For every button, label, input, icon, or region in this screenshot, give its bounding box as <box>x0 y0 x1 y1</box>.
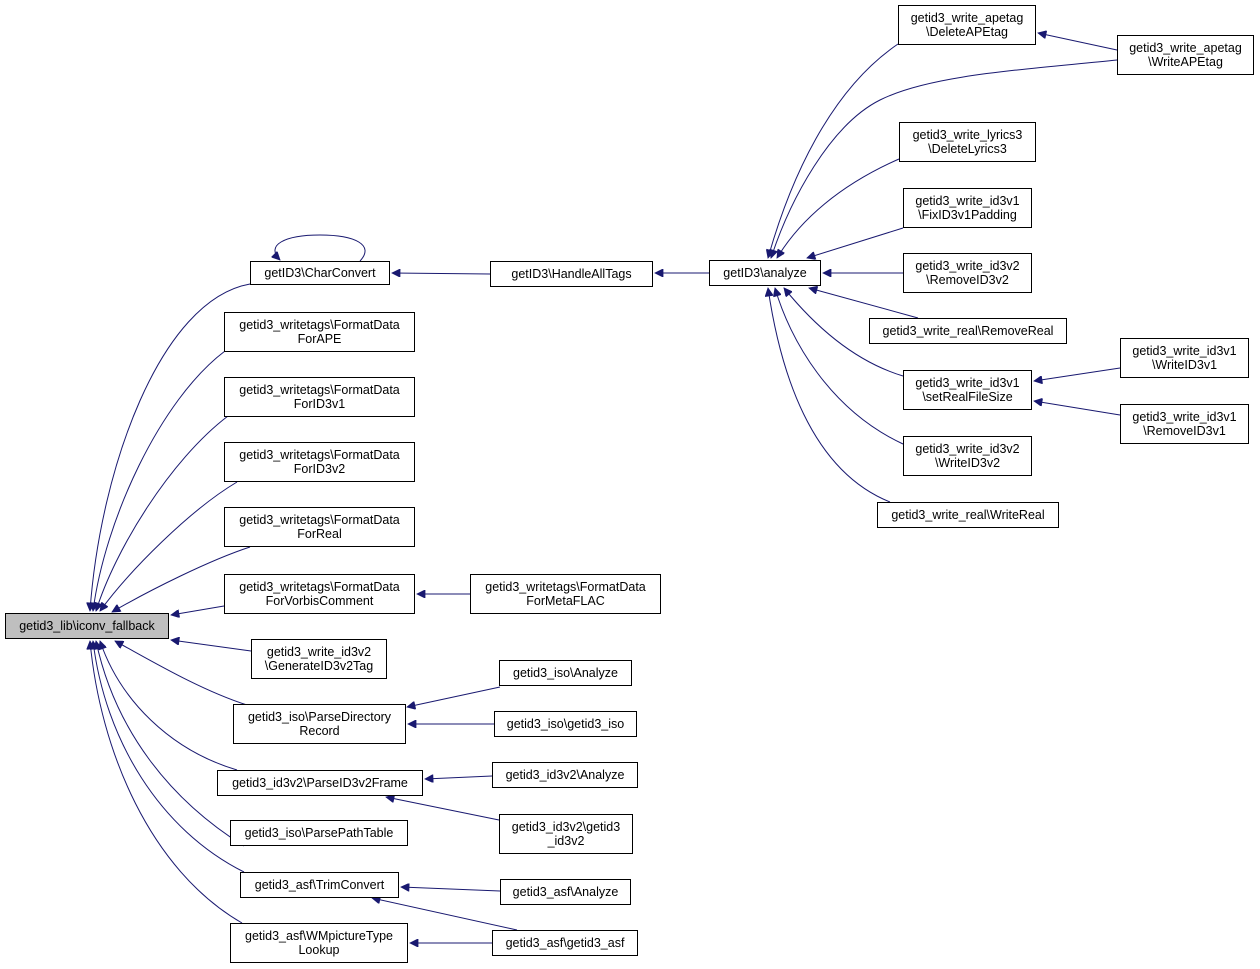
edge-generateid3v2tag-to-iconv <box>171 640 252 652</box>
edge-writeid3v2-to-analyze <box>775 288 904 445</box>
node-iconv-fallback: getid3_lib\iconv_fallback <box>5 613 169 639</box>
node-asf-analyze[interactable]: getid3_asf\Analyze <box>500 879 631 905</box>
edge-id3v2ctor-to-parseid3v2frame <box>386 797 500 821</box>
node-handlealltags[interactable]: getID3\HandleAllTags <box>490 261 653 287</box>
edge-parsedirectoryrecord-to-iconv <box>115 640 248 706</box>
node-parseid3v2frame[interactable]: getid3_id3v2\ParseID3v2Frame <box>217 770 423 796</box>
node-trimconvert[interactable]: getid3_asf\TrimConvert <box>240 872 399 898</box>
node-writeid3v1[interactable]: getid3_write_id3v1 \WriteID3v1 <box>1120 338 1249 378</box>
edge-formatdatavorbis-to-iconv <box>171 605 225 615</box>
node-formatdata-forreal[interactable]: getid3_writetags\FormatData ForReal <box>224 507 415 547</box>
edge-fixid3v1padding-to-analyze <box>807 227 904 258</box>
edge-asfanalyze-to-trimconvert <box>401 887 501 892</box>
node-id3v2-analyze[interactable]: getid3_id3v2\Analyze <box>492 762 638 788</box>
node-formatdata-forid3v2[interactable]: getid3_writetags\FormatData ForID3v2 <box>224 442 415 482</box>
edge-writereal-to-analyze <box>768 288 891 503</box>
edge-parsepathtable-to-iconv <box>96 641 245 847</box>
node-writeapetag[interactable]: getid3_write_apetag \WriteAPEtag <box>1117 35 1254 75</box>
node-iso-analyze[interactable]: getid3_iso\Analyze <box>499 660 632 686</box>
edge-isoanalyze-to-parsedirectoryrecord <box>407 686 501 707</box>
edge-removereal-to-analyze <box>809 288 919 319</box>
node-fixid3v1padding[interactable]: getid3_write_id3v1 \FixID3v1Padding <box>903 188 1032 228</box>
node-removereal[interactable]: getid3_write_real\RemoveReal <box>869 318 1067 344</box>
edge-deletelyrics3-to-analyze <box>777 158 900 258</box>
node-deletelyrics3[interactable]: getid3_write_lyrics3 \DeleteLyrics3 <box>899 122 1036 162</box>
edge-charconvert-to-iconv <box>90 283 251 611</box>
edge-removeid3v1-to-setrealfilesize <box>1034 401 1121 416</box>
edge-wmpicturetypelookup-to-iconv <box>90 641 243 924</box>
node-getid3-charconvert[interactable]: getID3\CharConvert <box>250 261 390 285</box>
node-deleteapetag[interactable]: getid3_write_apetag \DeleteAPEtag <box>898 5 1036 45</box>
node-formatdata-forvorbiscomment[interactable]: getid3_writetags\FormatData ForVorbisCom… <box>224 574 415 614</box>
edge-formatdataforreal-to-iconv <box>112 546 251 612</box>
node-writereal[interactable]: getid3_write_real\WriteReal <box>877 502 1059 528</box>
node-formatdata-forid3v1[interactable]: getid3_writetags\FormatData ForID3v1 <box>224 377 415 417</box>
edge-writeapetag-to-analyze <box>771 59 1118 258</box>
edge-formatdataforid3v1-to-iconv <box>96 415 229 611</box>
node-generateid3v2tag[interactable]: getid3_write_id3v2 \GenerateID3v2Tag <box>251 639 387 679</box>
edge-id3v2analyze-to-parseid3v2frame <box>425 776 493 779</box>
node-removeid3v1[interactable]: getid3_write_id3v1 \RemoveID3v1 <box>1120 404 1249 444</box>
edge-charconvert-self-loop <box>275 234 366 262</box>
edge-formatdataforid3v2-to-iconv <box>100 481 238 611</box>
node-parsepathtable[interactable]: getid3_iso\ParsePathTable <box>230 820 408 846</box>
node-asf-getid3-asf[interactable]: getid3_asf\getid3_asf <box>492 930 638 956</box>
node-formatdata-forape[interactable]: getid3_writetags\FormatData ForAPE <box>224 312 415 352</box>
node-iso-getid3-iso[interactable]: getid3_iso\getid3_iso <box>494 711 637 737</box>
edge-deleteapetag-to-analyze <box>768 43 899 258</box>
edge-handlealltags-to-charconvert <box>392 273 491 274</box>
node-wmpicturetypelookup[interactable]: getid3_asf\WMpictureType Lookup <box>230 923 408 963</box>
node-writeid3v2[interactable]: getid3_write_id3v2 \WriteID3v2 <box>903 436 1032 476</box>
edge-trimconvert-to-iconv <box>93 641 245 873</box>
edge-setrealfilesize-to-analyze <box>784 288 904 377</box>
node-id3v2-getid3-id3v2[interactable]: getid3_id3v2\getid3 _id3v2 <box>499 814 633 854</box>
node-getid3-analyze[interactable]: getID3\analyze <box>709 260 821 286</box>
edge-parseid3v2frame-to-iconv <box>100 641 238 771</box>
node-formatdata-formetaflac[interactable]: getid3_writetags\FormatData ForMetaFLAC <box>470 574 661 614</box>
edge-writeid3v1-to-setrealfilesize <box>1034 367 1121 381</box>
edge-formatdataforape-to-iconv <box>93 350 226 611</box>
node-parsedirectoryrecord[interactable]: getid3_iso\ParseDirectory Record <box>233 704 406 744</box>
edge-asfctor-to-trimconvert <box>372 898 518 931</box>
edge-writeapetag-to-deleteapetag <box>1038 33 1118 51</box>
node-removeid3v2[interactable]: getid3_write_id3v2 \RemoveID3v2 <box>903 253 1032 293</box>
node-setrealfilesize[interactable]: getid3_write_id3v1 \setRealFileSize <box>903 370 1032 410</box>
